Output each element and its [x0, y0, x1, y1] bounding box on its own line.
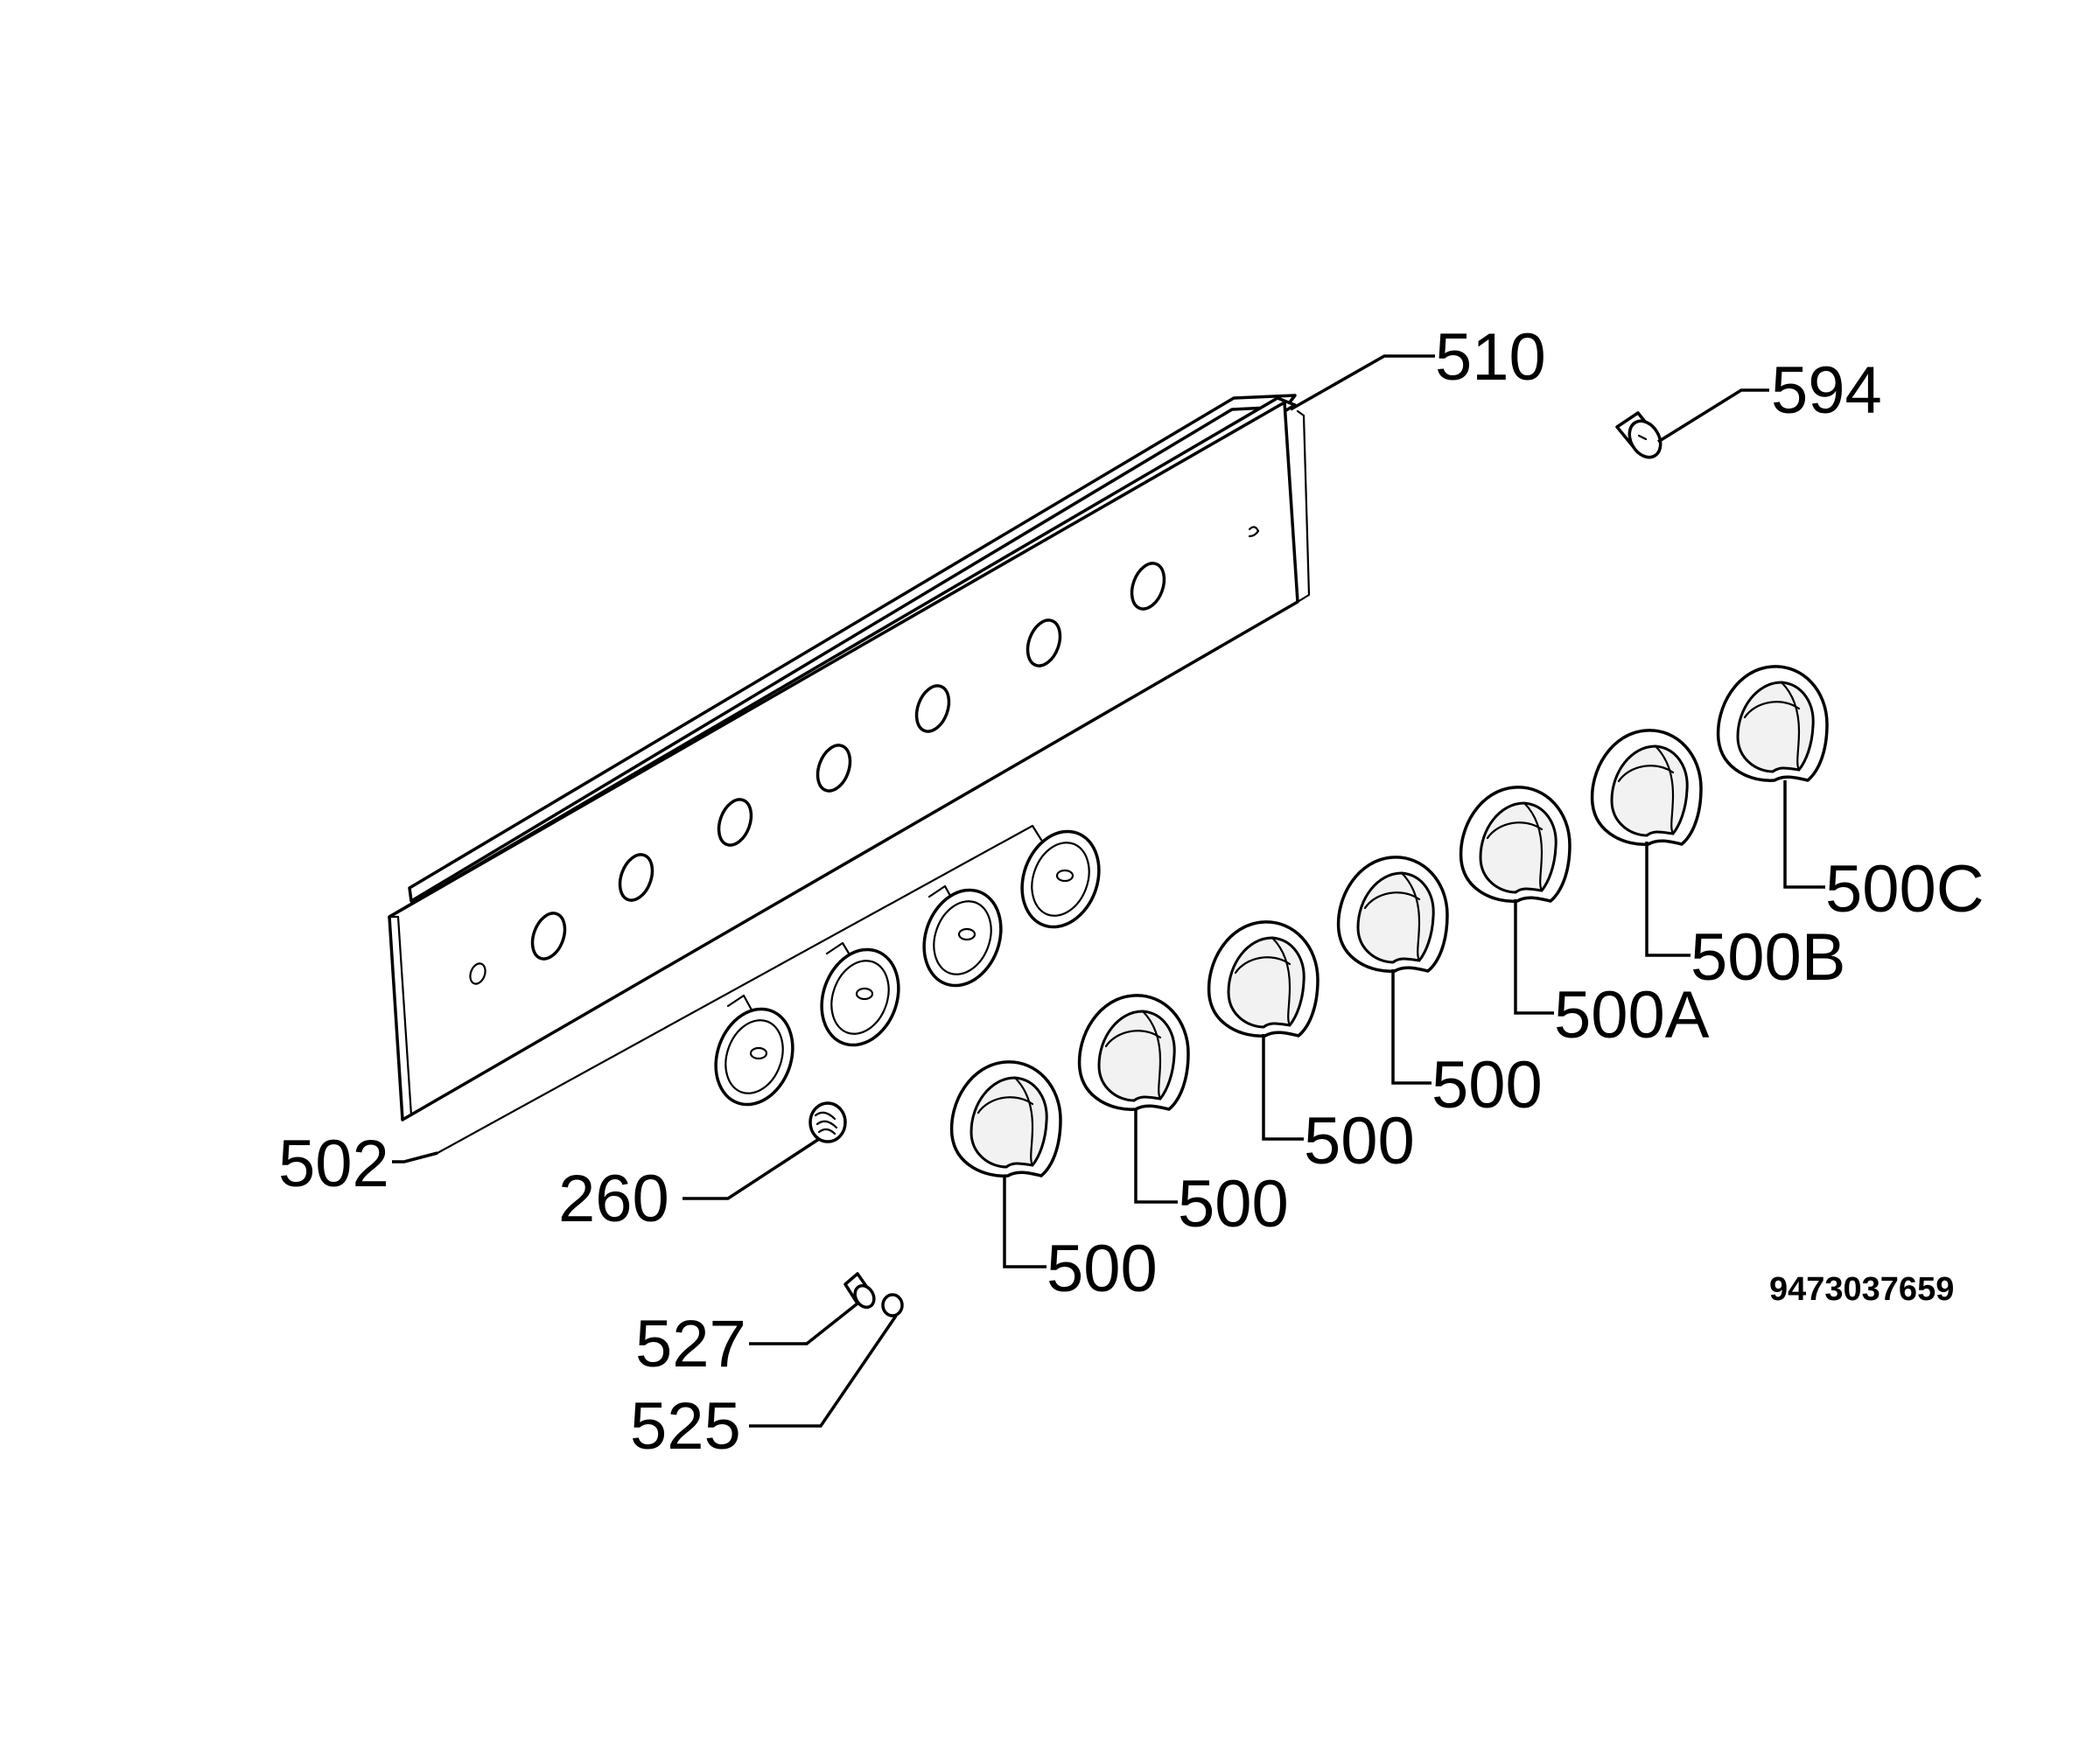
knob-part-500C	[1716, 665, 1829, 782]
callout-500-3: 500	[1304, 1104, 1415, 1178]
knob-part-500B	[1590, 729, 1703, 846]
knob-part-500-3	[1207, 920, 1320, 1038]
knob-part-500-1	[949, 1060, 1062, 1177]
callout-510: 510	[1435, 320, 1546, 395]
callout-500-4: 500	[1432, 1048, 1543, 1122]
knob-part-500A	[1459, 786, 1572, 903]
callout-502: 502	[278, 1127, 389, 1201]
callout-500B: 500B	[1690, 920, 1846, 995]
cap-part-527	[844, 1272, 876, 1310]
cap-part-525	[881, 1293, 904, 1317]
callout-500A: 500A	[1554, 978, 1710, 1052]
screw-part-594	[1615, 411, 1662, 459]
callout-525: 525	[630, 1389, 741, 1464]
knob-part-500-2	[1077, 994, 1190, 1111]
drawing-code: 9473037659	[1769, 1271, 1954, 1308]
knob-part-500-4	[1336, 856, 1449, 973]
bezel-rings-part-502	[436, 824, 1101, 1155]
callout-500C: 500C	[1825, 852, 1984, 926]
spring-part-260	[808, 1101, 847, 1143]
callout-594: 594	[1771, 353, 1882, 428]
callout-labels: 510 594 502 260 527 525 500 500 500 500 …	[278, 320, 1984, 1464]
callout-527: 527	[635, 1307, 746, 1381]
callout-500-1: 500	[1046, 1232, 1158, 1306]
callout-500-2: 500	[1178, 1167, 1289, 1241]
callout-260: 260	[558, 1162, 669, 1236]
leader-lines	[392, 354, 1825, 1428]
control-panel-part-510	[388, 394, 1311, 1122]
panel-shaft-holes	[530, 562, 1166, 961]
